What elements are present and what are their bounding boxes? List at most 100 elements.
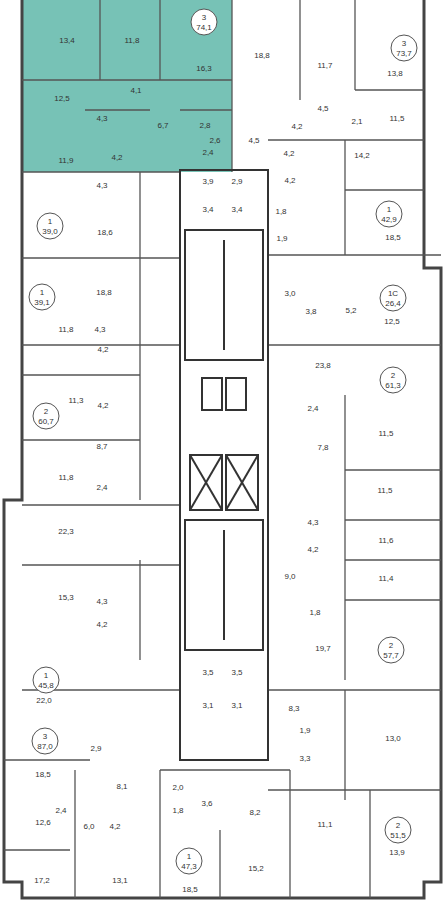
area-label: 11,5 xyxy=(378,486,393,495)
area-label: 13,8 xyxy=(387,69,403,78)
area-label: 8,1 xyxy=(116,782,127,791)
area-label: 3,3 xyxy=(299,754,310,763)
area-label: 2,1 xyxy=(351,117,362,126)
area-label: 2 xyxy=(389,641,393,650)
area-label: 12,6 xyxy=(35,818,51,827)
area-label: 1 xyxy=(40,288,44,297)
area-label: 4,2 xyxy=(283,149,294,158)
area-label: 3,9 xyxy=(202,177,213,186)
area-label: 2,0 xyxy=(172,783,183,792)
area-label: 13,4 xyxy=(59,36,75,45)
area-label: 22,3 xyxy=(58,527,74,536)
area-label: 11,8 xyxy=(125,36,140,45)
area-label: 4,2 xyxy=(97,345,108,354)
area-label: 3,6 xyxy=(201,799,212,808)
area-label: 11,5 xyxy=(379,429,394,438)
area-label: 4,3 xyxy=(96,597,107,606)
area-label: 4,3 xyxy=(307,518,318,527)
area-label: 4,2 xyxy=(284,176,295,185)
area-label: 8,2 xyxy=(249,808,260,817)
area-label: 39,1 xyxy=(34,298,50,307)
highlighted-apartment: 13,411,8374,116,34,112,54,36,72,82,4 xyxy=(22,0,232,172)
area-label: 3,8 xyxy=(305,307,316,316)
area-label: 15,2 xyxy=(248,864,264,873)
area-label: 13,1 xyxy=(112,876,128,885)
area-label: 3,5 xyxy=(202,668,213,677)
apartment-circles xyxy=(29,9,417,874)
area-label: 2,4 xyxy=(307,404,318,413)
area-label: 13,9 xyxy=(389,848,405,857)
area-label: 1,9 xyxy=(299,726,310,735)
area-label: 4,2 xyxy=(111,153,122,162)
area-label: 51,5 xyxy=(390,831,406,840)
area-label: 3 xyxy=(202,13,206,22)
area-label: 12,5 xyxy=(54,94,70,103)
area-label: 2,9 xyxy=(231,177,242,186)
area-label: 18,8 xyxy=(96,288,112,297)
area-label: 4,2 xyxy=(109,822,120,831)
area-label: 12,5 xyxy=(384,317,400,326)
area-label: 2,9 xyxy=(90,744,101,753)
area-label: 23,8 xyxy=(315,361,331,370)
area-label: 18,5 xyxy=(35,770,51,779)
area-label: 13,0 xyxy=(385,734,401,743)
area-label: 11,3 xyxy=(69,396,84,405)
area-label: 4,3 xyxy=(96,181,107,190)
area-label: 57,7 xyxy=(383,651,399,660)
area-label: 18,8 xyxy=(254,51,270,60)
area-label: 18,5 xyxy=(182,885,198,894)
area-label: 39,0 xyxy=(42,227,58,236)
area-label: 2,8 xyxy=(199,121,210,130)
area-label: 4,2 xyxy=(96,620,107,629)
area-label: 73,7 xyxy=(396,49,412,58)
area-label: 4,1 xyxy=(130,86,141,95)
area-label: 9,0 xyxy=(284,572,295,581)
area-label: 8,7 xyxy=(96,442,107,451)
area-label: 1,9 xyxy=(276,234,287,243)
area-label: 1,8 xyxy=(275,207,286,216)
area-label: 4,3 xyxy=(96,114,107,123)
area-label: 2 xyxy=(391,371,395,380)
outer-wall xyxy=(4,0,441,898)
area-label: 3 xyxy=(402,39,406,48)
area-label: 4,5 xyxy=(317,104,328,113)
partition-walls xyxy=(4,0,441,898)
area-label: 1 xyxy=(387,205,391,214)
area-label: 5,2 xyxy=(345,306,356,315)
area-label: 11,5 xyxy=(390,114,405,123)
area-label: 11,1 xyxy=(318,820,333,829)
area-label: 4,5 xyxy=(248,136,259,145)
area-label: 87,0 xyxy=(37,742,53,751)
area-label: 45,8 xyxy=(38,681,54,690)
area-label: 74,1 xyxy=(196,23,212,32)
area-label: 61,3 xyxy=(385,381,401,390)
area-label: 11,6 xyxy=(379,536,394,545)
area-label: 3,4 xyxy=(231,205,242,214)
area-label: 2,4 xyxy=(55,806,66,815)
area-label: 11,8 xyxy=(59,473,74,482)
area-label: 2 xyxy=(44,407,48,416)
area-label: 2,4 xyxy=(96,483,107,492)
area-label: 3,1 xyxy=(231,701,242,710)
area-label: 4,2 xyxy=(307,545,318,554)
area-label: 17,2 xyxy=(34,876,50,885)
area-label: 1,8 xyxy=(172,806,183,815)
area-label: 1C xyxy=(388,289,398,298)
area-label: 14,2 xyxy=(354,151,370,160)
area-label: 7,8 xyxy=(317,443,328,452)
area-label: 3,1 xyxy=(202,701,213,710)
area-label: 18,5 xyxy=(385,233,401,242)
area-label: 1 xyxy=(48,217,52,226)
area-label: 60,7 xyxy=(38,417,54,426)
highlight-fill xyxy=(22,0,232,172)
area-label: 11,4 xyxy=(379,574,394,583)
area-label: 2,6 xyxy=(209,136,220,145)
area-label: 3,5 xyxy=(231,668,242,677)
area-label: 4,3 xyxy=(94,325,105,334)
area-label: 11,7 xyxy=(318,61,333,70)
area-label: 15,3 xyxy=(58,593,74,602)
area-label: 1 xyxy=(44,671,48,680)
area-label: 6,0 xyxy=(83,822,94,831)
area-label: 18,6 xyxy=(97,228,113,237)
